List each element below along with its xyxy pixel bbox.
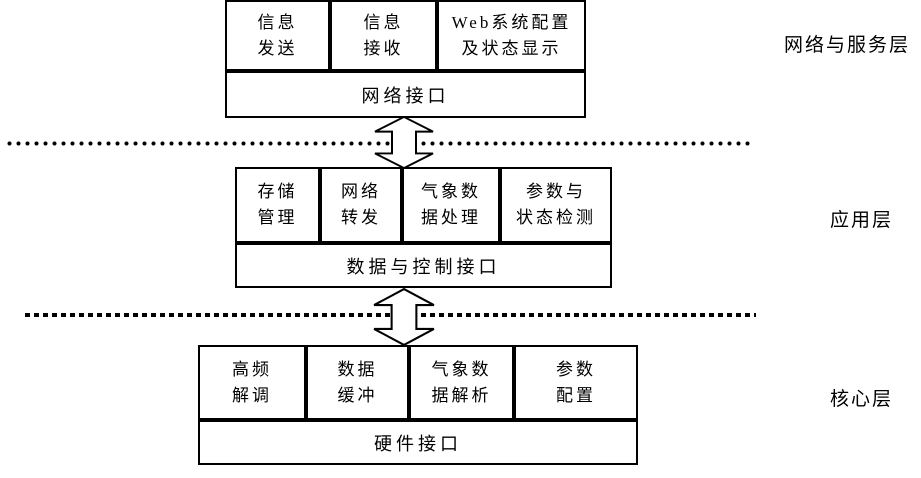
module-box-info-receive: 信息 接收 — [330, 0, 437, 71]
module-label: 存储 管理 — [257, 182, 298, 227]
interface-label: 网络接口 — [361, 85, 450, 106]
module-label: 参数 配置 — [556, 359, 596, 405]
interface-label: 数据与控制接口 — [346, 256, 501, 277]
module-label: Web系统配置 及状态显示 — [451, 12, 572, 58]
module-label: 数据 缓冲 — [337, 359, 378, 405]
layer-application: 存储 管理 网络 转发 气象数 据处理 参数与 状态检测 数据与控制接口 — [235, 167, 612, 288]
module-row: 信息 发送 信息 接收 Web系统配置 及状态显示 — [225, 0, 586, 71]
module-box-weather-parse: 气象数 据解析 — [409, 345, 514, 420]
module-label: 气象数 据解析 — [431, 359, 492, 405]
module-label: 高频 解调 — [232, 359, 272, 405]
module-box-weather-processing: 气象数 据处理 — [402, 167, 500, 243]
module-box-info-send: 信息 发送 — [225, 0, 330, 71]
module-label: 参数与 状态检测 — [516, 182, 596, 227]
module-box-hf-demod: 高频 解调 — [198, 345, 306, 420]
module-label: 网络 转发 — [341, 182, 381, 227]
double-arrow-icon — [374, 116, 434, 169]
module-label: 信息 发送 — [257, 12, 298, 58]
layer-core: 高频 解调 数据 缓冲 气象数 据解析 参数 配置 硬件接口 — [198, 345, 638, 465]
interface-box-data-control: 数据与控制接口 — [235, 243, 612, 288]
layer-side-label-network-service: 网络与服务层 — [784, 35, 911, 56]
layer-side-label-core: 核心层 — [830, 389, 894, 410]
module-row: 存储 管理 网络 转发 气象数 据处理 参数与 状态检测 — [235, 167, 612, 243]
interface-box-hardware: 硬件接口 — [198, 420, 638, 465]
module-box-storage-mgmt: 存储 管理 — [235, 167, 320, 243]
layer-network-service: 信息 发送 信息 接收 Web系统配置 及状态显示 网络接口 — [225, 0, 586, 118]
interface-box-network: 网络接口 — [225, 71, 586, 118]
interface-label: 硬件接口 — [374, 433, 462, 454]
module-box-param-status-check: 参数与 状态检测 — [500, 167, 612, 243]
module-box-param-config: 参数 配置 — [514, 345, 638, 420]
module-label: 信息 接收 — [363, 12, 404, 58]
module-label: 气象数 据处理 — [421, 182, 481, 227]
module-box-net-forward: 网络 转发 — [320, 167, 402, 243]
module-box-data-buffer: 数据 缓冲 — [306, 345, 409, 420]
module-row: 高频 解调 数据 缓冲 气象数 据解析 参数 配置 — [198, 345, 638, 420]
double-arrow-icon — [373, 288, 435, 346]
layer-side-label-application: 应用层 — [830, 210, 894, 231]
dotted-divider — [25, 313, 756, 317]
module-box-web-config: Web系统配置 及状态显示 — [437, 0, 586, 71]
dotted-divider — [7, 141, 751, 146]
